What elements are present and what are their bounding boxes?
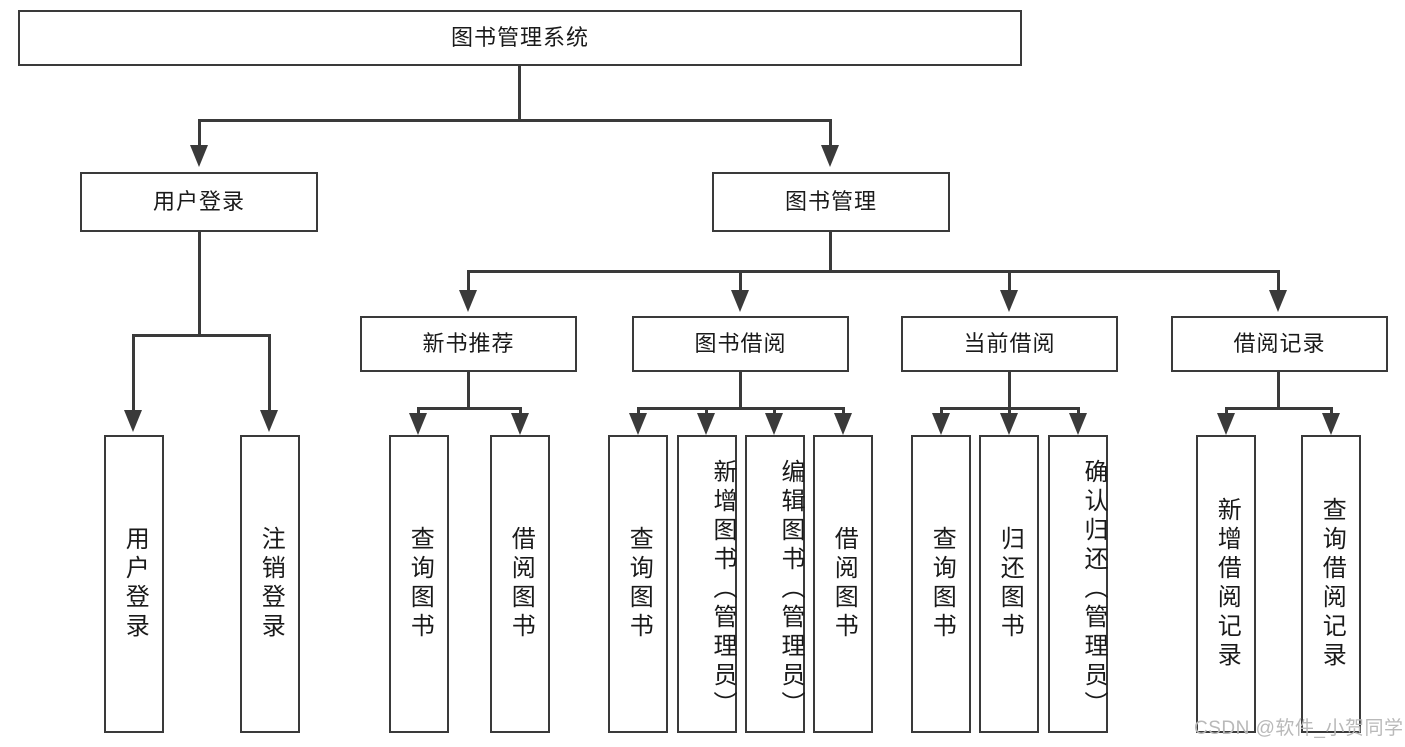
connector-records-stem	[1277, 372, 1280, 410]
leaf-query-book-current[interactable]: 查询图书	[911, 435, 971, 733]
leaf-query-book-borrow[interactable]: 查询图书	[608, 435, 668, 733]
node-book-borrow[interactable]: 图书借阅	[632, 316, 849, 372]
node-label: 确认归还（管理员）	[1080, 458, 1107, 720]
connector-records-to-leaf-1	[1225, 407, 1228, 415]
node-label: 查询图书	[625, 526, 653, 642]
node-label: 借阅记录	[1233, 330, 1326, 356]
connector-bookmgmt-bar	[467, 270, 1280, 273]
connector-bookborrow-stem	[739, 372, 742, 410]
arrow-bookborrow-to-leaf-1	[629, 413, 647, 435]
arrow-login-to-leaf-2	[260, 410, 278, 432]
connector-root-to-login	[198, 119, 201, 145]
connector-currentborrow-to-leaf-1	[940, 407, 943, 415]
node-label: 图书借阅	[694, 330, 787, 356]
node-label: 当前借阅	[963, 330, 1056, 356]
connector-bookmgmt-to-l3-4	[1277, 270, 1280, 290]
arrow-bookmgmt-to-l3-2	[731, 290, 749, 312]
arrow-recommend-to-leaf-1	[409, 413, 427, 435]
arrow-currentborrow-to-leaf-2	[1000, 413, 1018, 435]
connector-bookmgmt-to-l3-1	[467, 270, 470, 290]
node-book-management[interactable]: 图书管理	[712, 172, 950, 232]
node-label: 借阅图书	[507, 526, 535, 642]
arrow-root-to-login	[190, 145, 208, 167]
connector-bookborrow-to-leaf-4	[842, 407, 845, 415]
leaf-edit-book-admin[interactable]: 编辑图书（管理员）	[745, 435, 805, 733]
connector-bookmgmt-to-l3-2	[739, 270, 742, 290]
node-root-system[interactable]: 图书管理系统	[18, 10, 1022, 66]
node-label: 借阅图书	[830, 526, 858, 642]
node-label: 查询图书	[928, 526, 956, 642]
leaf-query-book-recommend[interactable]: 查询图书	[389, 435, 449, 733]
leaf-logout[interactable]: 注销登录	[240, 435, 300, 733]
connector-recommend-to-leaf-1	[417, 407, 420, 415]
leaf-add-borrow-record[interactable]: 新增借阅记录	[1196, 435, 1256, 733]
node-label: 注销登录	[257, 526, 285, 642]
connector-records-to-leaf-2	[1330, 407, 1333, 415]
node-label: 用户登录	[152, 188, 245, 214]
arrow-bookborrow-to-leaf-3	[765, 413, 783, 435]
arrow-bookmgmt-to-l3-1	[459, 290, 477, 312]
leaf-query-borrow-record[interactable]: 查询借阅记录	[1301, 435, 1361, 733]
arrow-root-to-bookmgmt	[821, 145, 839, 167]
connector-login-stem	[198, 232, 201, 336]
arrow-records-to-leaf-2	[1322, 413, 1340, 435]
node-label: 新增图书（管理员）	[709, 458, 736, 720]
node-label: 图书管理系统	[450, 24, 589, 50]
node-label: 编辑图书（管理员）	[777, 458, 804, 720]
arrow-recommend-to-leaf-2	[511, 413, 529, 435]
arrow-currentborrow-to-leaf-1	[932, 413, 950, 435]
connector-recommend-bar	[417, 407, 522, 410]
arrow-records-to-leaf-1	[1217, 413, 1235, 435]
node-borrow-records[interactable]: 借阅记录	[1171, 316, 1388, 372]
connector-bookborrow-to-leaf-3	[773, 407, 776, 415]
watermark-text: CSDN @软件_小贺同学	[1194, 718, 1404, 739]
connector-bookborrow-to-leaf-1	[637, 407, 640, 415]
leaf-return-book[interactable]: 归还图书	[979, 435, 1039, 733]
node-label: 图书管理	[784, 188, 877, 214]
connector-recommend-to-leaf-2	[519, 407, 522, 415]
connector-bookborrow-to-leaf-2	[705, 407, 708, 415]
node-user-login[interactable]: 用户登录	[80, 172, 318, 232]
connector-bookborrow-bar	[637, 407, 845, 410]
leaf-borrow-book-recommend[interactable]: 借阅图书	[490, 435, 550, 733]
connector-login-bar	[132, 334, 271, 337]
leaf-user-login[interactable]: 用户登录	[104, 435, 164, 733]
leaf-add-book-admin[interactable]: 新增图书（管理员）	[677, 435, 737, 733]
arrow-login-to-leaf-1	[124, 410, 142, 432]
node-new-book-recommend[interactable]: 新书推荐	[360, 316, 577, 372]
connector-bookmgmt-to-l3-3	[1008, 270, 1011, 290]
arrow-currentborrow-to-leaf-3	[1069, 413, 1087, 435]
node-label: 查询图书	[406, 526, 434, 642]
connector-login-to-leaf-2	[268, 334, 271, 410]
connector-bookmgmt-stem	[829, 232, 832, 273]
connector-records-bar	[1225, 407, 1333, 410]
arrow-bookborrow-to-leaf-4	[834, 413, 852, 435]
node-label: 新增借阅记录	[1213, 497, 1241, 671]
leaf-borrow-book[interactable]: 借阅图书	[813, 435, 873, 733]
connector-currentborrow-to-leaf-3	[1077, 407, 1080, 415]
arrow-bookmgmt-to-l3-3	[1000, 290, 1018, 312]
connector-recommend-stem	[467, 372, 470, 410]
node-current-borrow[interactable]: 当前借阅	[901, 316, 1118, 372]
connector-root-bar	[198, 119, 832, 122]
connector-root-to-bookmgmt	[829, 119, 832, 145]
arrow-bookborrow-to-leaf-2	[697, 413, 715, 435]
connector-login-to-leaf-1	[132, 334, 135, 410]
leaf-confirm-return-admin[interactable]: 确认归还（管理员）	[1048, 435, 1108, 733]
node-label: 新书推荐	[422, 330, 515, 356]
node-label: 用户登录	[121, 526, 149, 642]
node-label: 归还图书	[996, 526, 1024, 642]
node-label: 查询借阅记录	[1318, 497, 1346, 671]
connector-currentborrow-stem	[1008, 372, 1011, 410]
connector-root-stem	[518, 66, 521, 121]
connector-currentborrow-to-leaf-2	[1008, 407, 1011, 415]
arrow-bookmgmt-to-l3-4	[1269, 290, 1287, 312]
